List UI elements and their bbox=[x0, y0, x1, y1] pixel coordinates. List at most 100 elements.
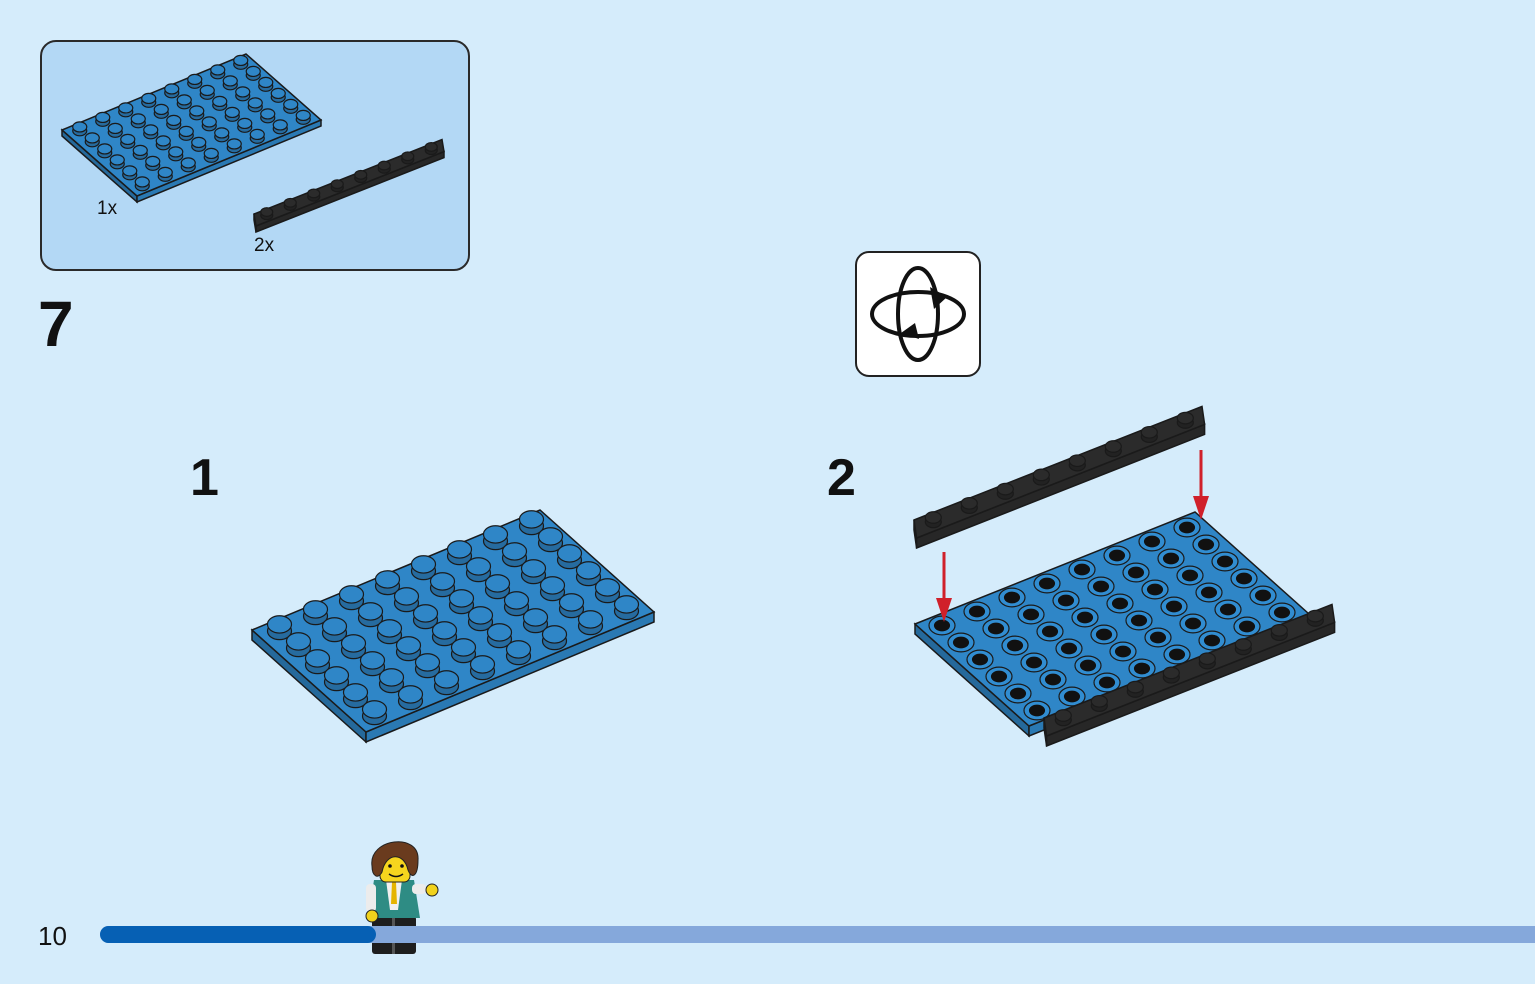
stud bbox=[1268, 602, 1296, 623]
stud bbox=[107, 122, 123, 138]
black-plate-part bbox=[253, 138, 445, 234]
stud bbox=[307, 188, 321, 202]
stud bbox=[928, 615, 956, 636]
stud bbox=[302, 600, 329, 626]
stud bbox=[1176, 565, 1204, 586]
substep-label-2: 2 bbox=[827, 449, 856, 507]
stud bbox=[1036, 621, 1064, 642]
stud bbox=[1071, 607, 1099, 628]
stud bbox=[141, 92, 157, 108]
stud bbox=[283, 98, 299, 114]
stud bbox=[283, 197, 297, 211]
stud bbox=[539, 576, 566, 602]
stud bbox=[1054, 709, 1072, 727]
substep-2-black-plate-top bbox=[913, 405, 1206, 550]
rotate-model-icon bbox=[855, 251, 981, 377]
stud bbox=[1106, 593, 1134, 614]
stud bbox=[448, 589, 475, 615]
stud bbox=[1104, 440, 1122, 458]
stud bbox=[354, 169, 368, 184]
stud bbox=[1055, 638, 1083, 659]
stud bbox=[224, 106, 240, 122]
parts-illustration bbox=[60, 53, 445, 234]
stud bbox=[996, 482, 1014, 500]
stud bbox=[1122, 562, 1150, 583]
stud bbox=[157, 166, 173, 182]
progress-bar bbox=[100, 926, 1535, 943]
stud bbox=[272, 119, 288, 135]
stud bbox=[1103, 545, 1131, 566]
stud bbox=[482, 525, 509, 551]
stud bbox=[178, 125, 194, 141]
stud bbox=[245, 65, 261, 81]
stud bbox=[266, 615, 293, 641]
stud bbox=[134, 176, 150, 192]
stud bbox=[985, 666, 1013, 687]
stud bbox=[982, 618, 1010, 639]
stud bbox=[1141, 579, 1169, 600]
stud bbox=[503, 591, 530, 617]
stud bbox=[109, 154, 125, 170]
stud bbox=[323, 666, 350, 692]
stud bbox=[450, 638, 477, 664]
stud bbox=[1192, 534, 1220, 555]
stud bbox=[518, 510, 545, 536]
stud bbox=[537, 527, 564, 553]
substep-label-1: 1 bbox=[190, 449, 219, 507]
stud bbox=[1126, 680, 1144, 698]
stud bbox=[1176, 411, 1194, 429]
stud bbox=[1306, 609, 1324, 627]
stud bbox=[966, 649, 994, 670]
stud bbox=[558, 593, 585, 619]
stud bbox=[1004, 683, 1032, 704]
stud bbox=[1074, 655, 1102, 676]
stud bbox=[1125, 610, 1153, 631]
stud bbox=[226, 138, 242, 154]
step-number: 7 bbox=[38, 288, 74, 360]
stud bbox=[1033, 573, 1061, 594]
stud bbox=[469, 655, 496, 681]
stud bbox=[505, 640, 532, 666]
stud bbox=[401, 151, 415, 165]
stud bbox=[1138, 531, 1166, 552]
stud bbox=[168, 146, 184, 162]
stud bbox=[285, 632, 312, 658]
stud bbox=[1093, 672, 1121, 693]
stud bbox=[84, 132, 100, 148]
stud bbox=[414, 653, 441, 679]
stud bbox=[520, 559, 547, 585]
stud bbox=[235, 86, 251, 102]
stud bbox=[212, 95, 228, 111]
stud bbox=[1249, 585, 1277, 606]
stud bbox=[361, 700, 388, 726]
substep-1-blue-plate bbox=[250, 509, 656, 744]
stud bbox=[484, 574, 511, 600]
stud bbox=[947, 632, 975, 653]
stud bbox=[359, 651, 386, 677]
stud bbox=[376, 619, 403, 645]
stud bbox=[155, 135, 171, 151]
stud bbox=[342, 683, 369, 709]
stud bbox=[164, 83, 180, 99]
stud bbox=[1163, 644, 1191, 665]
stud bbox=[295, 109, 311, 125]
stud bbox=[446, 540, 473, 566]
stud bbox=[960, 496, 978, 515]
stud bbox=[1020, 652, 1048, 673]
placement-arrow-left bbox=[936, 552, 952, 622]
stud bbox=[613, 595, 640, 621]
stud bbox=[222, 75, 238, 91]
placement-arrow-right bbox=[1193, 450, 1209, 520]
stud bbox=[1160, 596, 1188, 617]
stud bbox=[1230, 568, 1258, 589]
stud bbox=[233, 54, 249, 70]
stud bbox=[130, 113, 146, 129]
stud bbox=[1109, 641, 1137, 662]
substep-2-black-plate-bottom bbox=[1043, 603, 1336, 748]
stud bbox=[330, 179, 344, 193]
stud bbox=[1068, 559, 1096, 580]
stud bbox=[374, 570, 401, 596]
stud bbox=[594, 578, 621, 604]
stud bbox=[260, 108, 276, 124]
stud bbox=[249, 128, 265, 144]
